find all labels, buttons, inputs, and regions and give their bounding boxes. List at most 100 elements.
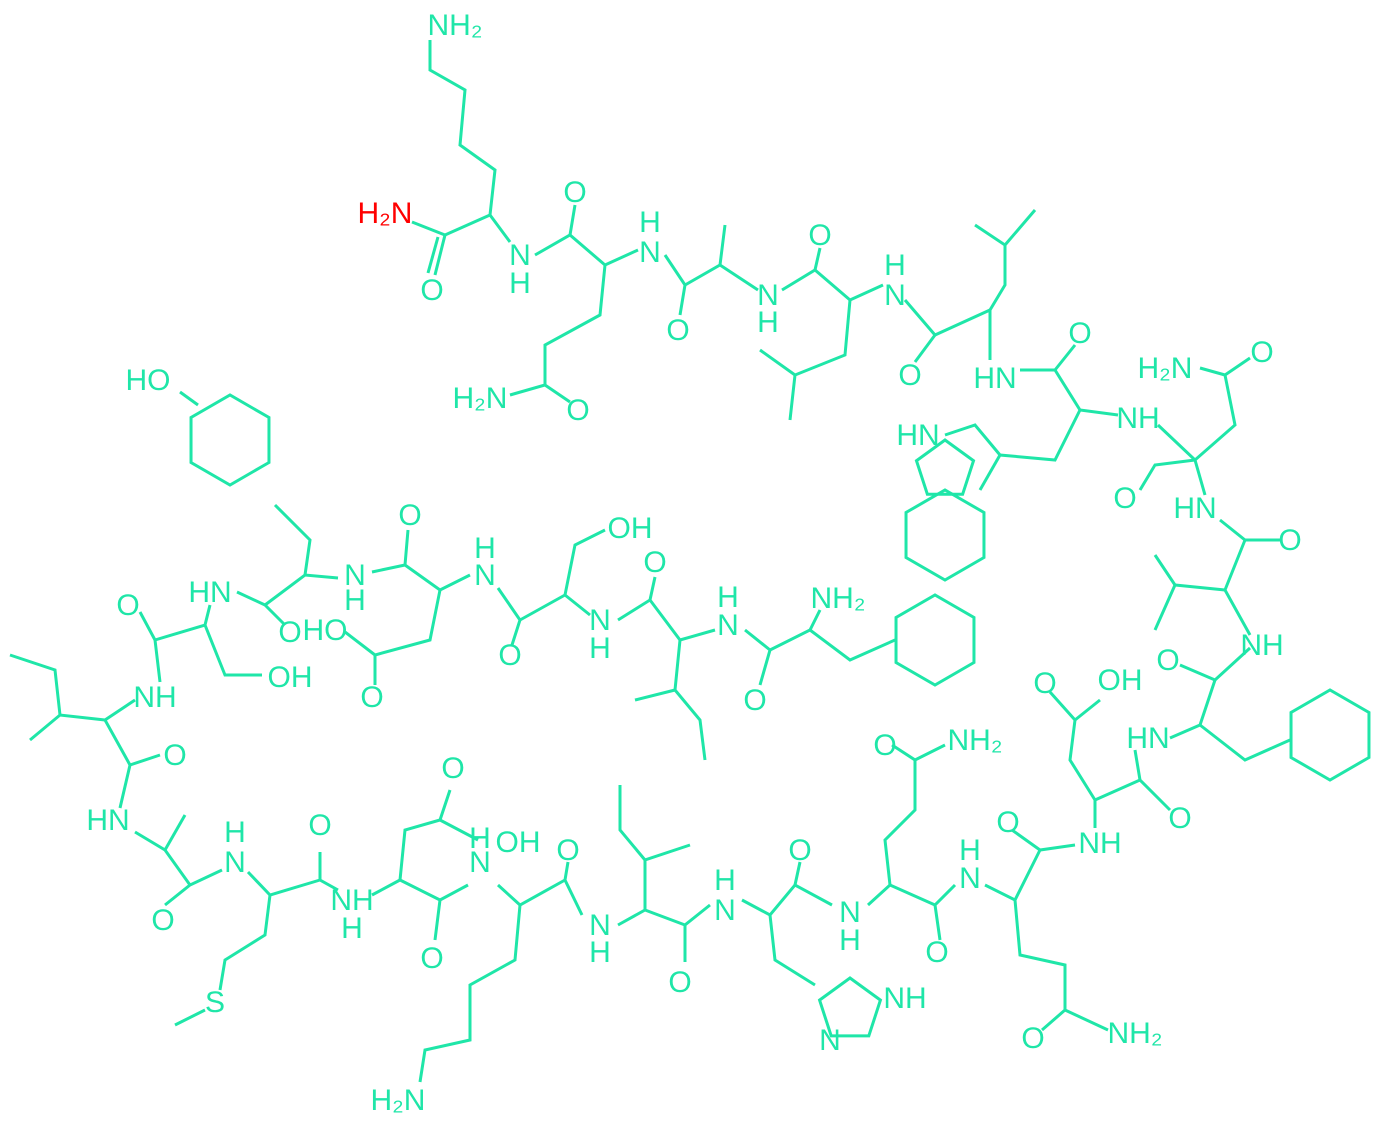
bond bbox=[1048, 691, 1097, 801]
atom-label: HN bbox=[973, 362, 1016, 395]
atom-label: OH bbox=[1098, 664, 1143, 697]
atom-label: O bbox=[1168, 802, 1191, 835]
atom-label: N bbox=[757, 279, 779, 312]
bond bbox=[974, 223, 1007, 311]
bond bbox=[984, 849, 1042, 903]
atom-label: N bbox=[839, 896, 861, 929]
bond bbox=[163, 814, 187, 851]
bond bbox=[634, 688, 676, 702]
atom-label: H₂N bbox=[453, 382, 508, 415]
bond bbox=[643, 843, 691, 910]
atom-label: N bbox=[344, 559, 366, 592]
atom-label: O bbox=[498, 639, 521, 672]
bond bbox=[404, 563, 471, 592]
ring bbox=[817, 976, 883, 1038]
bond bbox=[563, 528, 606, 596]
bond bbox=[1138, 458, 1196, 491]
atom-label: O bbox=[116, 589, 139, 622]
bond bbox=[544, 383, 571, 404]
atom-label: O bbox=[556, 834, 579, 867]
atom-label: H₂N bbox=[371, 1084, 426, 1117]
bond bbox=[1153, 583, 1226, 631]
bond bbox=[866, 883, 936, 907]
atom-label: OH bbox=[268, 661, 313, 694]
atom-label: H bbox=[341, 912, 363, 945]
atom-label: N bbox=[469, 846, 491, 879]
bond bbox=[1153, 554, 1177, 586]
bond bbox=[29, 713, 106, 742]
atom-label: O bbox=[873, 729, 896, 762]
bond bbox=[534, 233, 639, 267]
atom-label: N bbox=[717, 609, 739, 642]
bond bbox=[398, 789, 452, 881]
bond bbox=[933, 883, 957, 941]
bond bbox=[781, 268, 884, 302]
atom-label: O bbox=[1068, 317, 1091, 350]
atom-label: O bbox=[278, 616, 301, 649]
bond bbox=[618, 785, 647, 861]
bond bbox=[913, 334, 937, 363]
atom-label: O bbox=[666, 314, 689, 347]
atom-label: H₂N bbox=[1138, 352, 1193, 385]
atom-label: N bbox=[474, 559, 496, 592]
atom-label: O bbox=[1278, 524, 1301, 557]
atom-label: H bbox=[589, 632, 611, 665]
bond bbox=[344, 630, 376, 657]
bond bbox=[1133, 749, 1172, 812]
bond bbox=[273, 503, 312, 576]
bond bbox=[978, 454, 1002, 491]
bond bbox=[1169, 679, 1217, 740]
atom-label: O bbox=[788, 834, 811, 867]
atom-label: NH bbox=[330, 884, 373, 917]
bond bbox=[793, 861, 802, 886]
bond bbox=[744, 628, 772, 686]
atom-label: NH₂ bbox=[811, 582, 866, 615]
atom-label: HN bbox=[1126, 722, 1169, 755]
bond bbox=[411, 213, 512, 243]
bond bbox=[683, 903, 711, 962]
atom-label: O bbox=[668, 966, 691, 999]
bond bbox=[648, 599, 716, 642]
bond bbox=[759, 348, 796, 377]
bond bbox=[496, 587, 522, 646]
bond bbox=[809, 628, 896, 662]
bond bbox=[1199, 366, 1226, 377]
atom-label: OH bbox=[496, 826, 541, 859]
atom-label: N bbox=[714, 894, 736, 927]
bond bbox=[617, 908, 686, 927]
atom-label: H bbox=[959, 834, 981, 867]
bond bbox=[617, 576, 657, 622]
atom-label: NH₂ bbox=[948, 724, 1003, 757]
bond bbox=[813, 247, 822, 271]
atom-label: N bbox=[959, 862, 981, 895]
atom-label: H₂N bbox=[358, 197, 413, 230]
atom-label: H bbox=[224, 816, 246, 849]
bond bbox=[496, 878, 566, 907]
bond bbox=[371, 878, 441, 902]
atom-label: NH bbox=[1078, 827, 1121, 860]
ring bbox=[894, 593, 976, 687]
bond bbox=[519, 593, 591, 622]
atom-label: O bbox=[563, 176, 586, 209]
bond bbox=[788, 299, 852, 421]
bond bbox=[1053, 344, 1077, 371]
bond bbox=[509, 264, 607, 397]
bond bbox=[179, 390, 199, 407]
bond bbox=[1013, 899, 1067, 1032]
atom-label: HO bbox=[303, 614, 348, 647]
bond bbox=[439, 818, 479, 842]
bond bbox=[673, 639, 707, 761]
bond bbox=[1064, 1008, 1109, 1032]
atom-label: O bbox=[420, 942, 443, 975]
bond bbox=[371, 529, 410, 574]
atom-label: N bbox=[819, 1024, 841, 1057]
bond bbox=[1199, 723, 1291, 762]
bond bbox=[1003, 209, 1037, 246]
bond bbox=[264, 573, 339, 607]
ring bbox=[904, 488, 986, 582]
atom-label: O bbox=[1021, 1022, 1044, 1055]
atom-label: N bbox=[224, 846, 246, 879]
